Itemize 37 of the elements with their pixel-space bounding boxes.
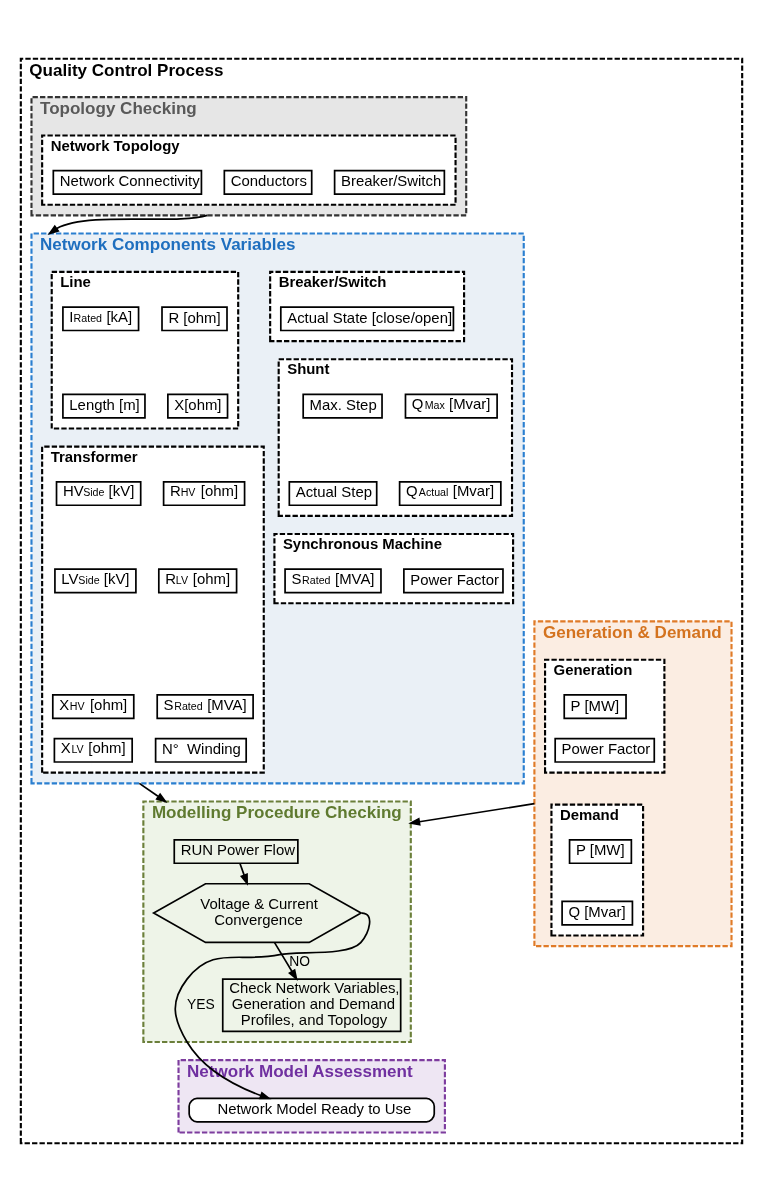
arrow	[239, 862, 248, 886]
node-box: SRated [MVA]	[284, 568, 382, 594]
node-box: Length [m]	[62, 393, 146, 419]
node-box: XHV [ohm]	[51, 694, 135, 720]
node-box: LVSide [kV]	[54, 568, 137, 594]
node-box: Actual Step	[288, 480, 378, 507]
node-box: R [ohm]	[161, 306, 228, 332]
node-box: Power Factor	[554, 737, 656, 763]
node-box: Network Connectivity	[52, 169, 203, 195]
node-box: RHV [ohm]	[162, 480, 246, 507]
edge-label: YES	[187, 995, 215, 1012]
node-box: XLV [ohm]	[53, 737, 133, 763]
node-box: SRated [MVA]	[156, 694, 254, 720]
node-box: HVSide [kV]	[55, 480, 142, 507]
node-box: QMax [Mvar]	[404, 393, 498, 419]
node-box: Q [Mvar]	[561, 900, 634, 926]
node-box: X[ohm]	[167, 393, 229, 419]
edge-label: NO	[289, 952, 311, 969]
arrow	[138, 782, 168, 803]
arrow	[47, 214, 209, 236]
node-box: QActual [Mvar]	[398, 480, 502, 507]
node-box: Conductors	[223, 169, 313, 195]
arrow	[273, 941, 298, 982]
node-box: N° Winding	[154, 737, 248, 763]
node-box: Power Factor	[403, 568, 504, 594]
node-box: Network Model Ready to Use	[188, 1097, 436, 1123]
node-box: Check Network Variables, Generation and Demand Profiles, and Topology	[221, 978, 402, 1033]
node-box: Actual State [close/open]	[279, 306, 455, 332]
node-box: RLV [ohm]	[157, 568, 238, 594]
node-box: P [MW]	[568, 838, 633, 865]
arrow	[408, 802, 536, 826]
node-box: IRated [kA]	[62, 306, 140, 332]
node-box: Breaker/Switch	[333, 169, 446, 195]
arrow	[174, 912, 371, 1100]
node-box: RUN Power Flow	[173, 838, 299, 865]
node-box: P [MW]	[563, 694, 627, 720]
node-box: Max. Step	[302, 393, 383, 419]
